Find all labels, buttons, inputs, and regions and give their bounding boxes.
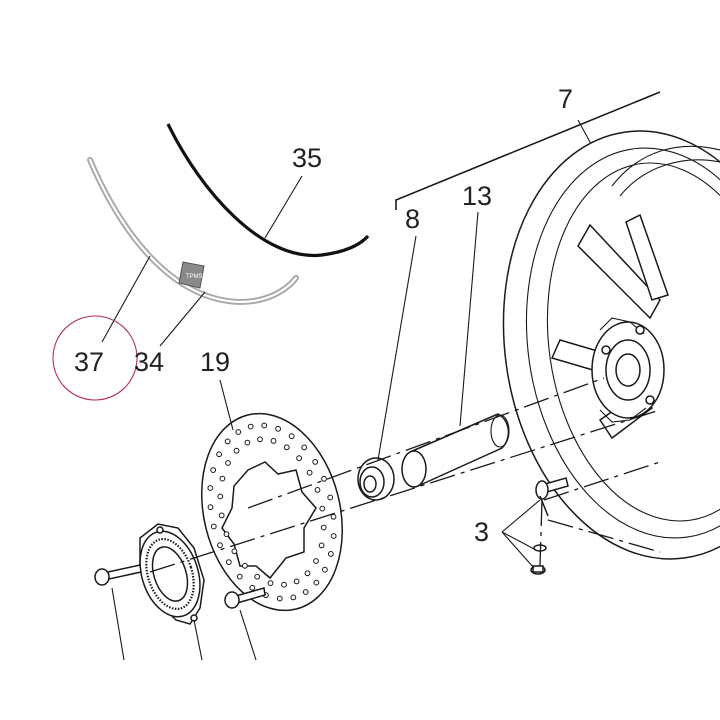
disc-hole [225,559,232,565]
disc-hole [224,438,231,445]
disc-hole [207,485,214,491]
part-13-tube[interactable] [401,413,510,488]
disc-hole [247,423,254,430]
disc-hole [254,573,261,580]
disc-hole [235,429,242,435]
axis-valve-vert [539,499,543,567]
disc-hole [219,475,226,482]
disc-hole [319,505,326,512]
svg-text:TPMS: TPMS [186,274,203,280]
leader-bolt-center [239,609,257,661]
leader-19 [219,379,234,431]
highlight-circle-37 [52,315,138,401]
disc-hole [270,438,277,444]
disc-hole [225,460,231,466]
axis-main [149,409,661,573]
disc-hole [290,594,297,601]
callout-34: 34 [134,347,164,377]
disc-hole [218,512,225,519]
axis-valve [543,461,661,501]
disc-hole [242,562,248,569]
axis-upper [247,377,605,509]
part-3-valve[interactable] [530,477,569,575]
disc-hole [231,548,238,555]
bolt-left[interactable] [94,564,142,586]
callout-13: 13 [462,181,492,211]
callout-7: 7 [558,84,573,114]
leader-3b [501,531,537,551]
bolt-center[interactable] [224,587,266,609]
disc-hole [327,494,334,501]
disc-hole [293,578,300,585]
part-8-bearing[interactable] [357,457,395,501]
disc-hole [327,551,334,557]
disc-hole [313,579,320,586]
leader-8 [377,235,417,461]
disc-hole [302,589,309,595]
disc-hole [304,570,311,577]
disc-hole [301,444,308,451]
disc-hole [249,584,256,591]
disc-hole [207,504,214,511]
disc-hole [233,447,240,454]
disc-hole [312,459,319,465]
disc-hole [261,422,268,429]
leader-13 [459,211,479,427]
disc-hole [210,523,217,530]
disc-hole [314,487,321,493]
leader-bolt-left [111,587,125,661]
leader-35 [264,175,303,239]
disc-hole [210,467,217,474]
disc-hole [257,436,263,443]
disc-hole [330,513,337,520]
callout-8: 8 [405,204,420,234]
disc-hole [288,433,295,440]
part-34-label[interactable]: TPMS [178,261,205,289]
disc-hole [322,566,328,573]
part-7-wheel[interactable] [477,111,720,579]
disc-hole [306,469,313,476]
leader-3c [501,531,535,569]
disc-hole [244,439,251,446]
callout-19: 19 [200,347,230,377]
disc-hole [330,533,337,539]
callout-35: 35 [292,143,322,173]
disc-hole [275,425,282,432]
bracket-7 [395,91,661,210]
part-35-curve[interactable] [166,123,370,258]
disc-holes [207,422,337,602]
disc-hole [283,444,290,451]
callout-37: 37 [74,347,104,377]
leader-37 [101,255,151,343]
callout-3: 3 [474,517,489,547]
disc-hole [320,524,327,531]
part-19-brake-disc[interactable] [182,399,362,626]
disc-hole [217,493,224,500]
disc-hole [223,531,230,537]
disc-hole [318,542,325,549]
abs-tone-ring[interactable] [130,523,210,625]
leader-3a [501,499,541,533]
axis-valve-low [547,519,661,553]
part-37-strip-inner [88,158,298,304]
disc-hole [216,451,223,458]
leader-ring [193,619,203,661]
disc-hole [321,475,327,482]
disc-hole [217,542,223,549]
disc-hole [276,595,283,602]
disc-hole [236,573,243,580]
disc-hole [281,581,287,588]
disc-hole [296,455,303,462]
disc-hole [313,558,319,564]
leader-34 [159,291,206,347]
disc-hole [267,580,274,586]
